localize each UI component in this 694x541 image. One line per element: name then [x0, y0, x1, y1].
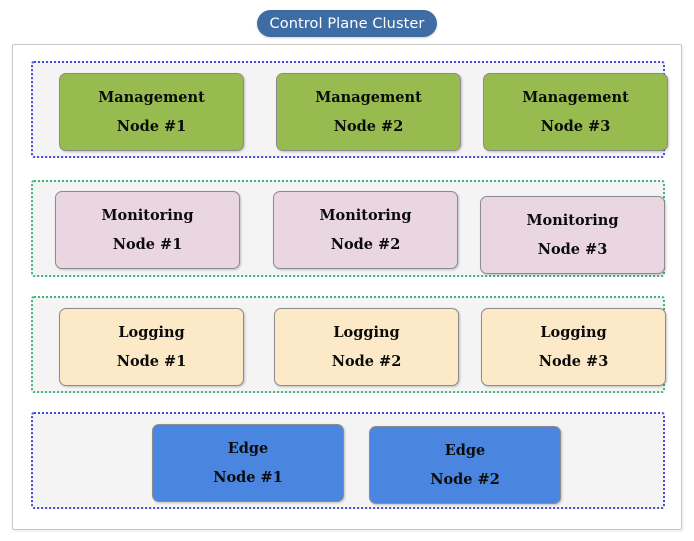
group-management: Management Node #1 Management Node #2 Ma… — [31, 61, 668, 158]
node-monitoring-2[interactable]: Monitoring Node #2 — [273, 191, 458, 269]
cluster-title-banner: Control Plane Cluster — [257, 10, 437, 37]
cluster-container: Management Node #1 Management Node #2 Ma… — [12, 44, 682, 530]
node-name-label: Node #2 — [331, 352, 402, 370]
node-management-1[interactable]: Management Node #1 — [59, 73, 244, 151]
node-monitoring-1[interactable]: Monitoring Node #1 — [55, 191, 240, 269]
node-name-label: Node #1 — [116, 352, 187, 370]
node-role-label: Management — [522, 89, 629, 107]
node-logging-1[interactable]: Logging Node #1 — [59, 308, 244, 386]
node-role-label: Management — [315, 89, 422, 107]
node-name-label: Node #2 — [430, 470, 500, 488]
node-role-label: Monitoring — [526, 212, 619, 230]
node-logging-3[interactable]: Logging Node #3 — [481, 308, 666, 386]
node-monitoring-3[interactable]: Monitoring Node #3 — [480, 196, 665, 274]
group-monitoring: Monitoring Node #1 Monitoring Node #2 Mo… — [31, 180, 665, 277]
node-name-label: Node #3 — [538, 352, 609, 370]
node-edge-1[interactable]: Edge Node #1 — [152, 424, 344, 502]
node-name-label: Node #3 — [537, 240, 608, 258]
node-name-label: Node #2 — [333, 117, 404, 135]
node-name-label: Node #2 — [330, 235, 401, 253]
node-role-label: Edge — [227, 440, 269, 458]
node-role-label: Edge — [444, 442, 486, 460]
node-management-3[interactable]: Management Node #3 — [483, 73, 668, 151]
node-name-label: Node #1 — [112, 235, 183, 253]
node-name-label: Node #1 — [116, 117, 187, 135]
node-role-label: Monitoring — [319, 207, 412, 225]
node-name-label: Node #1 — [213, 468, 283, 486]
node-management-2[interactable]: Management Node #2 — [276, 73, 461, 151]
node-logging-2[interactable]: Logging Node #2 — [274, 308, 459, 386]
node-role-label: Logging — [118, 324, 185, 342]
node-role-label: Logging — [333, 324, 400, 342]
node-role-label: Monitoring — [101, 207, 194, 225]
group-logging: Logging Node #1 Logging Node #2 Logging … — [31, 296, 666, 393]
node-edge-2[interactable]: Edge Node #2 — [369, 426, 561, 504]
group-edge: Edge Node #1 Edge Node #2 — [31, 412, 665, 509]
node-role-label: Logging — [540, 324, 607, 342]
node-name-label: Node #3 — [540, 117, 611, 135]
node-role-label: Management — [98, 89, 205, 107]
